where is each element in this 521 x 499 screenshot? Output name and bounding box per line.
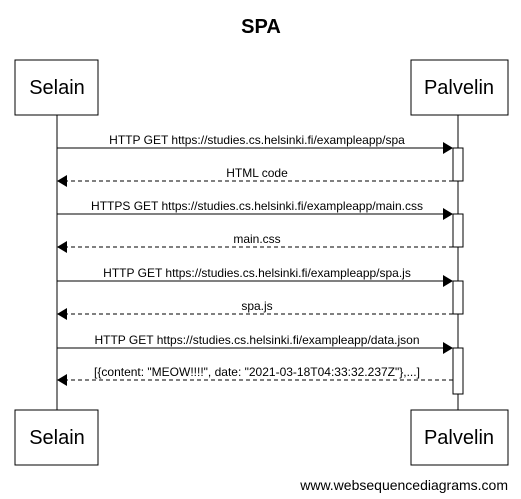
activation-box <box>452 347 464 395</box>
message-response: HTML code <box>57 166 453 187</box>
activation-box <box>452 213 464 248</box>
message-response: [{content: "MEOW!!!!", date: "2021-03-18… <box>57 365 453 386</box>
message-label: HTTP GET https://studies.cs.helsinki.fi/… <box>94 333 419 347</box>
activation-box <box>452 280 464 315</box>
message-request: HTTP GET https://studies.cs.helsinki.fi/… <box>57 133 453 154</box>
message-label: HTTP GET https://studies.cs.helsinki.fi/… <box>109 133 405 147</box>
actor-palvelin-label: Palvelin <box>424 427 494 449</box>
actor-selain-label: Selain <box>29 427 85 449</box>
message-response: spa.js <box>57 299 453 320</box>
message-label: HTTPS GET https://studies.cs.helsinki.fi… <box>91 199 423 213</box>
actor-palvelin-bottom: Palvelin <box>410 409 509 466</box>
message-request: HTTPS GET https://studies.cs.helsinki.fi… <box>57 199 453 220</box>
message-request: HTTP GET https://studies.cs.helsinki.fi/… <box>57 333 453 354</box>
message-label: HTTP GET https://studies.cs.helsinki.fi/… <box>103 266 411 280</box>
message-label: [{content: "MEOW!!!!", date: "2021-03-18… <box>94 365 420 379</box>
actor-palvelin-label: Palvelin <box>424 77 494 99</box>
message-response: main.css <box>57 232 453 253</box>
actor-selain-label: Selain <box>29 77 85 99</box>
message-request: HTTP GET https://studies.cs.helsinki.fi/… <box>57 266 453 287</box>
message-label: spa.js <box>241 299 272 313</box>
actor-selain-top: Selain <box>14 59 99 116</box>
message-label: HTML code <box>226 166 288 180</box>
activation-box <box>452 147 464 182</box>
footer-watermark: www.websequencediagrams.com <box>299 477 508 493</box>
message-label: main.css <box>233 232 280 246</box>
diagram-title: SPA <box>241 16 281 38</box>
actor-palvelin-top: Palvelin <box>410 59 509 116</box>
actor-selain-bottom: Selain <box>14 409 99 466</box>
